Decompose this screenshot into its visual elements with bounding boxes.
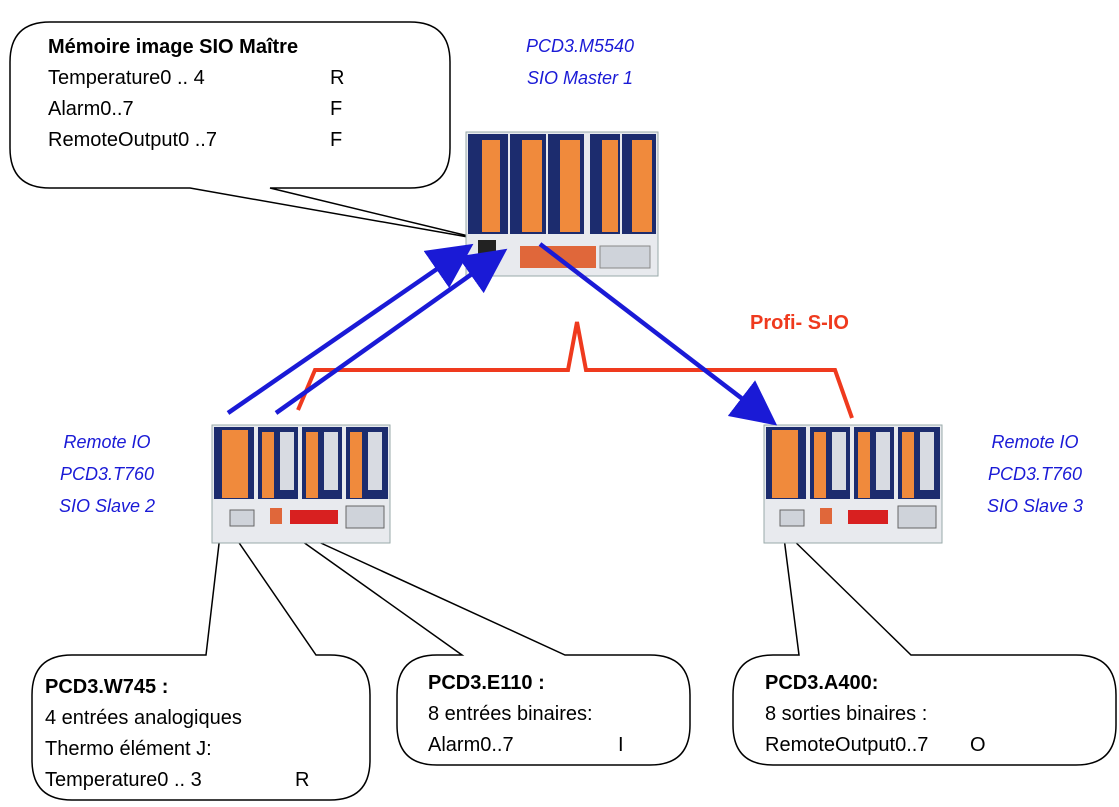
master-model: PCD3.M5540 (525, 36, 635, 56)
w745-line: Thermo élément J: (45, 738, 212, 760)
a400-callout-text: PCD3.A400: 8 sorties binaires : RemoteOu… (765, 668, 986, 761)
profi-sio-bus (296, 321, 854, 419)
slave3-line: PCD3.T760 (987, 464, 1083, 484)
arrow-slave2-e110-to-master (274, 248, 508, 415)
memory-var-type: F (330, 129, 343, 151)
slave2-line: PCD3.T760 (59, 464, 155, 484)
e110-var-name: Alarm0..7 (428, 734, 514, 756)
slave3-label: Remote IO PCD3.T760 SIO Slave 3 (955, 426, 1115, 522)
w745-var-name: Temperature0 .. 3 (45, 769, 202, 791)
a400-title: PCD3.A400: (765, 672, 879, 694)
w745-var-row: Temperature0 .. 3 R (45, 765, 309, 796)
memory-row: Temperature0 .. 4 R (48, 63, 344, 94)
master-memory-title: Mémoire image SIO Maître (48, 36, 299, 58)
e110-title: PCD3.E110 : (428, 672, 545, 694)
w745-callout-text: PCD3.W745 : 4 entrées analogiques Thermo… (45, 672, 309, 796)
a400-line: 8 sorties binaires : (765, 703, 928, 725)
e110-callout-text: PCD3.E110 : 8 entrées binaires: Alarm0..… (428, 668, 624, 761)
memory-var-type: R (330, 67, 345, 89)
memory-row: Alarm0..7 F (48, 94, 344, 125)
w745-title: PCD3.W745 : (45, 676, 169, 698)
slave2-device (211, 424, 391, 544)
e110-line: 8 entrées binaires: (428, 703, 593, 725)
e110-var-type: I (618, 734, 624, 756)
master-role: SIO Master 1 (526, 68, 634, 88)
memory-var-name: RemoteOutput0 ..7 (48, 129, 217, 151)
slave3-device (763, 424, 943, 544)
master-device (465, 131, 659, 277)
memory-var-type: F (330, 98, 343, 120)
bus-label: Profi- S-IO (750, 312, 849, 334)
a400-var-name: RemoteOutput0..7 (765, 734, 929, 756)
memory-var-name: Temperature0 .. 4 (48, 67, 205, 89)
callout-e110 (274, 521, 691, 766)
callout-a400 (732, 527, 1117, 766)
memory-row: RemoteOutput0 ..7 F (48, 125, 344, 156)
w745-var-type: R (295, 769, 310, 791)
slave2-line: SIO Slave 2 (58, 496, 156, 516)
a400-var-type: O (970, 734, 986, 756)
memory-var-name: Alarm0..7 (48, 98, 134, 120)
slave2-label: Remote IO PCD3.T760 SIO Slave 2 (22, 426, 192, 522)
master-memory-callout-text: Mémoire image SIO Maître Temperature0 ..… (48, 32, 344, 156)
callout-w745 (31, 515, 371, 801)
slave2-line: Remote IO (63, 432, 151, 452)
slave3-line: Remote IO (991, 432, 1079, 452)
arrow-master-to-slave3 (538, 242, 778, 426)
arrow-slave2-w745-to-master (226, 243, 474, 415)
master-label: PCD3.M5540 SIO Master 1 (490, 30, 670, 94)
e110-var-row: Alarm0..7 I (428, 730, 624, 761)
a400-var-row: RemoteOutput0..7 O (765, 730, 986, 761)
w745-line: 4 entrées analogiques (45, 707, 242, 729)
slave3-line: SIO Slave 3 (986, 496, 1084, 516)
